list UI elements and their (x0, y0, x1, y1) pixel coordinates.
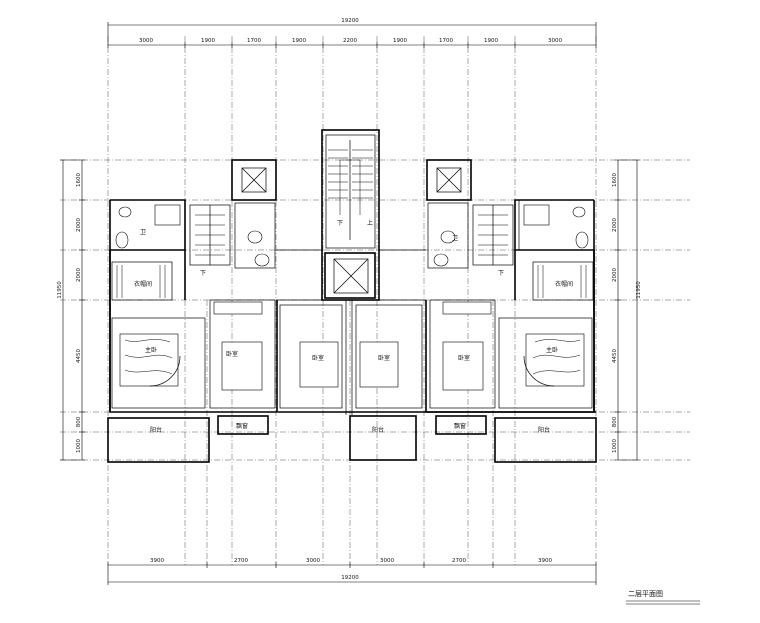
left-dim-4: 4450 (76, 349, 82, 363)
right-dim-5: 800 (612, 416, 618, 427)
left-total-dim: 11950 (57, 281, 63, 299)
top-dim-9: 3000 (548, 38, 562, 44)
left-dim-1: 1600 (76, 173, 82, 187)
left-dimensions: 11950 1600 2000 2000 4450 800 1000 (57, 159, 85, 461)
right-dim-6: 1000 (612, 439, 618, 453)
stair-core: 下 上 (321, 129, 380, 415)
bottom-dim-1: 3900 (150, 558, 164, 564)
bottom-dim-3: 3000 (306, 558, 320, 564)
bottom-dim-4: 3000 (380, 558, 394, 564)
right-total-dim: 11950 (636, 281, 642, 299)
top-dim-3: 1700 (247, 38, 261, 44)
balcony-mid-label: 阳台 (372, 426, 384, 434)
bottom-dim-2: 2700 (234, 558, 248, 564)
bottom-dim-6: 3900 (538, 558, 552, 564)
left-dim-2: 2000 (76, 218, 82, 232)
bed3-left-label: 卧室 (312, 354, 324, 362)
right-unit: 下 卫 衣帽间 主卧 卧室 阳台 飘窗 卧室 (355, 159, 597, 463)
bottom-total-dim: 19200 (341, 575, 359, 581)
bottom-dim-5: 2700 (452, 558, 466, 564)
bed2-left-label: 卧室 (226, 350, 238, 358)
top-dim-1: 3000 (139, 38, 153, 44)
right-dim-1: 1600 (612, 173, 618, 187)
bed2-right-label: 卧室 (458, 354, 470, 362)
closet-left-label: 衣帽间 (134, 280, 152, 288)
right-dim-3: 2000 (612, 268, 618, 282)
stair-down-label: 下 (337, 220, 343, 227)
drawing-title: 二层平面图 (628, 590, 663, 598)
bottom-dimensions: 3900 2700 3000 3000 2700 3900 19200 (107, 558, 597, 585)
top-dim-4: 1900 (292, 38, 306, 44)
right-dim-2: 2000 (612, 218, 618, 232)
top-dim-5: 2200 (343, 38, 357, 44)
stair-treads (328, 149, 373, 199)
stair-up-label: 上 (367, 219, 373, 227)
top-total-dim: 19200 (341, 18, 359, 24)
left-dim-6: 1000 (76, 439, 82, 453)
stair-right-label: 下 (498, 270, 504, 277)
master-right-label: 主卧 (546, 346, 558, 354)
left-dim-3: 2000 (76, 268, 82, 282)
balcony-left-label: 阳台 (150, 426, 162, 434)
wc-right-label: 卫 (452, 235, 458, 242)
bed3-right-label: 卧室 (378, 354, 390, 362)
middle-balcony: 阳台 (278, 411, 596, 461)
top-dim-8: 1900 (484, 38, 498, 44)
stair-left-label: 下 (200, 270, 206, 277)
top-dim-7: 1700 (439, 38, 453, 44)
bay-left-label: 飘窗 (236, 422, 248, 430)
right-dimensions: 1600 2000 2000 4450 800 1000 11950 (612, 159, 642, 461)
top-dim-2: 1900 (201, 38, 215, 44)
right-dim-4: 4450 (612, 349, 618, 363)
wc-left-label: 卫 (140, 229, 146, 236)
left-unit: 卫 下 衣帽间 主卧 卧室 阳台 飘窗 (107, 159, 343, 463)
bay-right-label: 飘窗 (454, 422, 466, 430)
master-left-label: 主卧 (145, 346, 157, 354)
top-dimensions: 19200 3000 1900 1700 1900 2200 1900 1700… (107, 18, 597, 48)
left-dim-5: 800 (76, 416, 82, 427)
top-dim-6: 1900 (393, 38, 407, 44)
drawing-title-block: 二层平面图 (626, 590, 700, 605)
closet-right-label: 衣帽间 (555, 280, 573, 288)
balcony-right-label: 阳台 (538, 426, 550, 434)
